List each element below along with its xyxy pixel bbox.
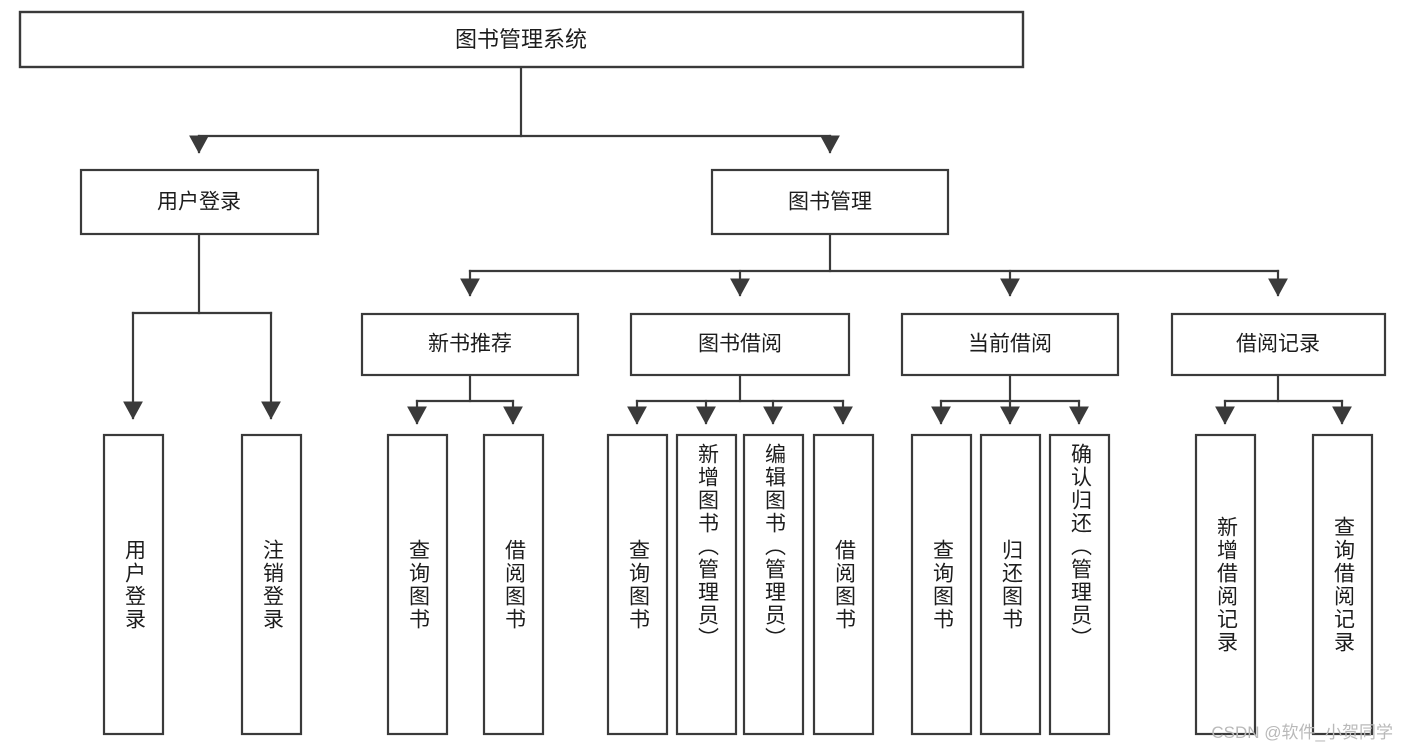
node-book-borrow-label: 图书借阅 [698, 333, 782, 356]
node-book-manage-box[interactable] [710, 168, 950, 236]
node-book-manage[interactable]: 图书管理 [710, 168, 950, 236]
leaf-box-user-login-2[interactable] [240, 433, 303, 736]
connectors [123, 66, 1352, 425]
node-book-manage-label: 图书管理 [788, 191, 872, 214]
leaf-box-user-login-1[interactable] [102, 433, 165, 736]
node-borrow-record[interactable]: 借阅记录 [1170, 312, 1387, 377]
node-current-borrow-label: 当前借阅 [968, 333, 1052, 356]
leaf-box-book-borrow-3[interactable] [742, 433, 805, 736]
node-new-book-recommend-box[interactable] [360, 312, 580, 377]
node-root[interactable]: 图书管理系统 [18, 10, 1025, 69]
node-new-book-recommend-label: 新书推荐 [428, 333, 512, 356]
node-current-borrow[interactable]: 当前借阅 [900, 312, 1120, 377]
leaf-box-new-book-2[interactable] [482, 433, 545, 736]
node-book-borrow-box[interactable] [629, 312, 851, 377]
node-new-book-recommend[interactable]: 新书推荐 [360, 312, 580, 377]
leaf-boxes [102, 433, 1374, 736]
node-current-borrow-box[interactable] [900, 312, 1120, 377]
leaf-box-new-book-1[interactable] [386, 433, 449, 736]
node-user-login-label: 用户登录 [157, 191, 241, 214]
node-borrow-record-box[interactable] [1170, 312, 1387, 377]
node-root-label: 图书管理系统 [455, 27, 587, 52]
node-borrow-record-label: 借阅记录 [1236, 333, 1320, 356]
node-user-login[interactable]: 用户登录 [79, 168, 320, 236]
node-root-box[interactable] [18, 10, 1025, 69]
leaf-box-book-borrow-2[interactable] [675, 433, 738, 736]
leaf-box-book-borrow-4[interactable] [812, 433, 875, 736]
leaf-box-current-borrow-2[interactable] [979, 433, 1042, 736]
node-user-login-box[interactable] [79, 168, 320, 236]
leaf-box-borrow-record-1[interactable] [1194, 433, 1257, 736]
leaf-box-current-borrow-1[interactable] [910, 433, 973, 736]
node-book-borrow[interactable]: 图书借阅 [629, 312, 851, 377]
leaf-box-book-borrow-1[interactable] [606, 433, 669, 736]
leaf-box-current-borrow-3[interactable] [1048, 433, 1111, 736]
leaf-box-borrow-record-2[interactable] [1311, 433, 1374, 736]
